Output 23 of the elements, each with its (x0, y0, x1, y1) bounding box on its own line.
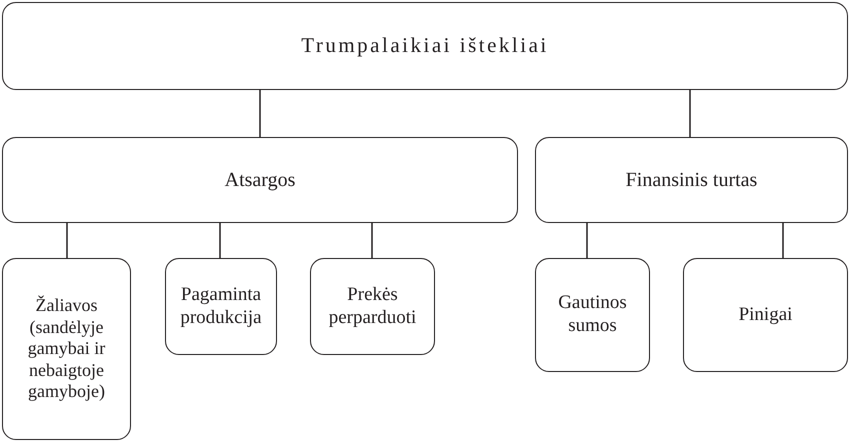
rounded-box (165, 258, 277, 355)
connector-line (259, 90, 261, 137)
box-label: Finansinis turtas (626, 168, 758, 192)
connector-line (219, 223, 221, 258)
rounded-box (2, 258, 131, 440)
rounded-box (310, 258, 435, 355)
connector-line (782, 223, 784, 258)
box-label: Trumpalaikiai ištekliai (301, 33, 549, 59)
rounded-box (2, 2, 848, 90)
rounded-box (2, 137, 518, 223)
box-label: Gautinos sumos (557, 292, 628, 338)
rounded-box (683, 258, 848, 372)
box-label: Prekės perparduoti (328, 284, 418, 330)
box-label: Pinigai (738, 304, 792, 326)
connector-line (689, 90, 691, 137)
rounded-box (535, 137, 848, 223)
box-label: Pagaminta produkcija (179, 284, 263, 330)
connector-line (371, 223, 373, 258)
box-label: Atsargos (224, 168, 296, 192)
connector-line (586, 223, 588, 258)
connector-line (66, 223, 68, 258)
rounded-box (535, 258, 650, 372)
box-label: Žaliavos (sandėlyje gamybai ir nebaigtoje gamyboje) (26, 295, 106, 403)
